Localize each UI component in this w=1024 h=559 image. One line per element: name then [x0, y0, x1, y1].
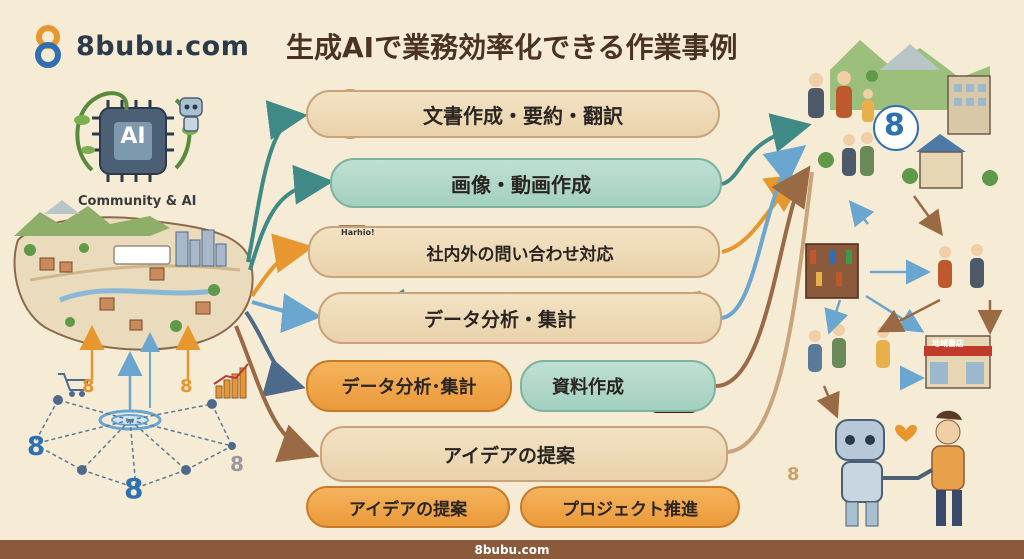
bookstore-icon [924, 335, 992, 389]
bookshelf-icon [805, 243, 859, 299]
pill-project[interactable]: プロジェクト推進 [520, 486, 740, 528]
callout-bubble: Harhio! [341, 228, 375, 237]
brand-name: 8bubu.com [76, 30, 250, 62]
pill-idea[interactable]: アイデアの提案 [320, 426, 728, 482]
pill-image-video-label: 画像・動画作成 [451, 172, 591, 197]
cart-icon [58, 373, 90, 397]
brand[interactable]: 8bubu.com [28, 24, 249, 68]
pill-inquiry[interactable]: 社内外の問い合わせ対応 [308, 226, 720, 278]
pill-materials[interactable]: 資料作成 [520, 360, 716, 412]
pill-idea-2-label: アイデアの提案 [348, 499, 468, 520]
faint-glyph: 8 [787, 464, 800, 485]
pill-data-analysis[interactable]: データ分析・集計 [318, 292, 722, 344]
pill-data-analysis-2-label: データ分析･集計 [341, 377, 477, 398]
flow-arrows-left [234, 100, 334, 463]
pill-project-label: プロジェクト推進 [562, 499, 698, 520]
town-map [13, 200, 254, 351]
footer-text: 8bubu.com [474, 542, 550, 557]
robot-icon [179, 97, 203, 132]
pill-data-analysis-label: データ分析・集計 [423, 308, 576, 331]
robot-handshake-icon [835, 410, 965, 527]
pill-data-analysis-2[interactable]: データ分析･集計 [306, 360, 512, 412]
footer: 8bubu.com [0, 540, 1024, 559]
network-node-orange-right: 8 [180, 376, 193, 397]
pill-inquiry-label: 社内外の問い合わせ対応 [426, 244, 614, 265]
network-node-left: 8 [27, 432, 46, 462]
ai-chip-label: AI [120, 124, 146, 149]
pill-document[interactable]: 文書作成・要約・翻訳 [306, 90, 720, 138]
pill-idea-label: アイデアの提案 [442, 444, 576, 467]
people-group [808, 71, 984, 372]
right-connection-arrows [816, 195, 1003, 419]
page-title: 生成AIで業務効率化できる作業事例 [286, 31, 738, 64]
logo-badge-right [873, 105, 919, 151]
pill-document-label: 文書作成・要約・翻訳 [423, 103, 623, 128]
pill-idea-2[interactable]: アイデアの提案 [306, 486, 510, 528]
pill-image-video[interactable]: 画像・動画作成 [330, 158, 722, 208]
network-node-orange-left: 8 [82, 376, 95, 397]
brand-logo-icon [35, 25, 61, 68]
community-label: Community & AI [78, 194, 197, 209]
bar-chart-icon [215, 367, 247, 399]
network-node-grey: 8 [230, 452, 244, 476]
network-node-bottom: 8 [124, 472, 144, 505]
bookstore-sign: 地域書店 [932, 339, 964, 348]
pill-materials-label: 資料作成 [552, 377, 624, 398]
logo-badge-glyph: 8 [884, 108, 905, 143]
network-graph [33, 325, 249, 489]
flow-arrows-right [715, 113, 814, 454]
